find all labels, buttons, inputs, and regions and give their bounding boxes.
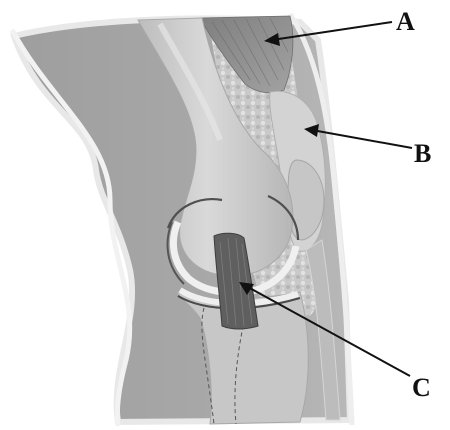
label-b: B [414, 139, 431, 168]
label-c: C [412, 373, 431, 402]
label-a: A [396, 7, 415, 36]
